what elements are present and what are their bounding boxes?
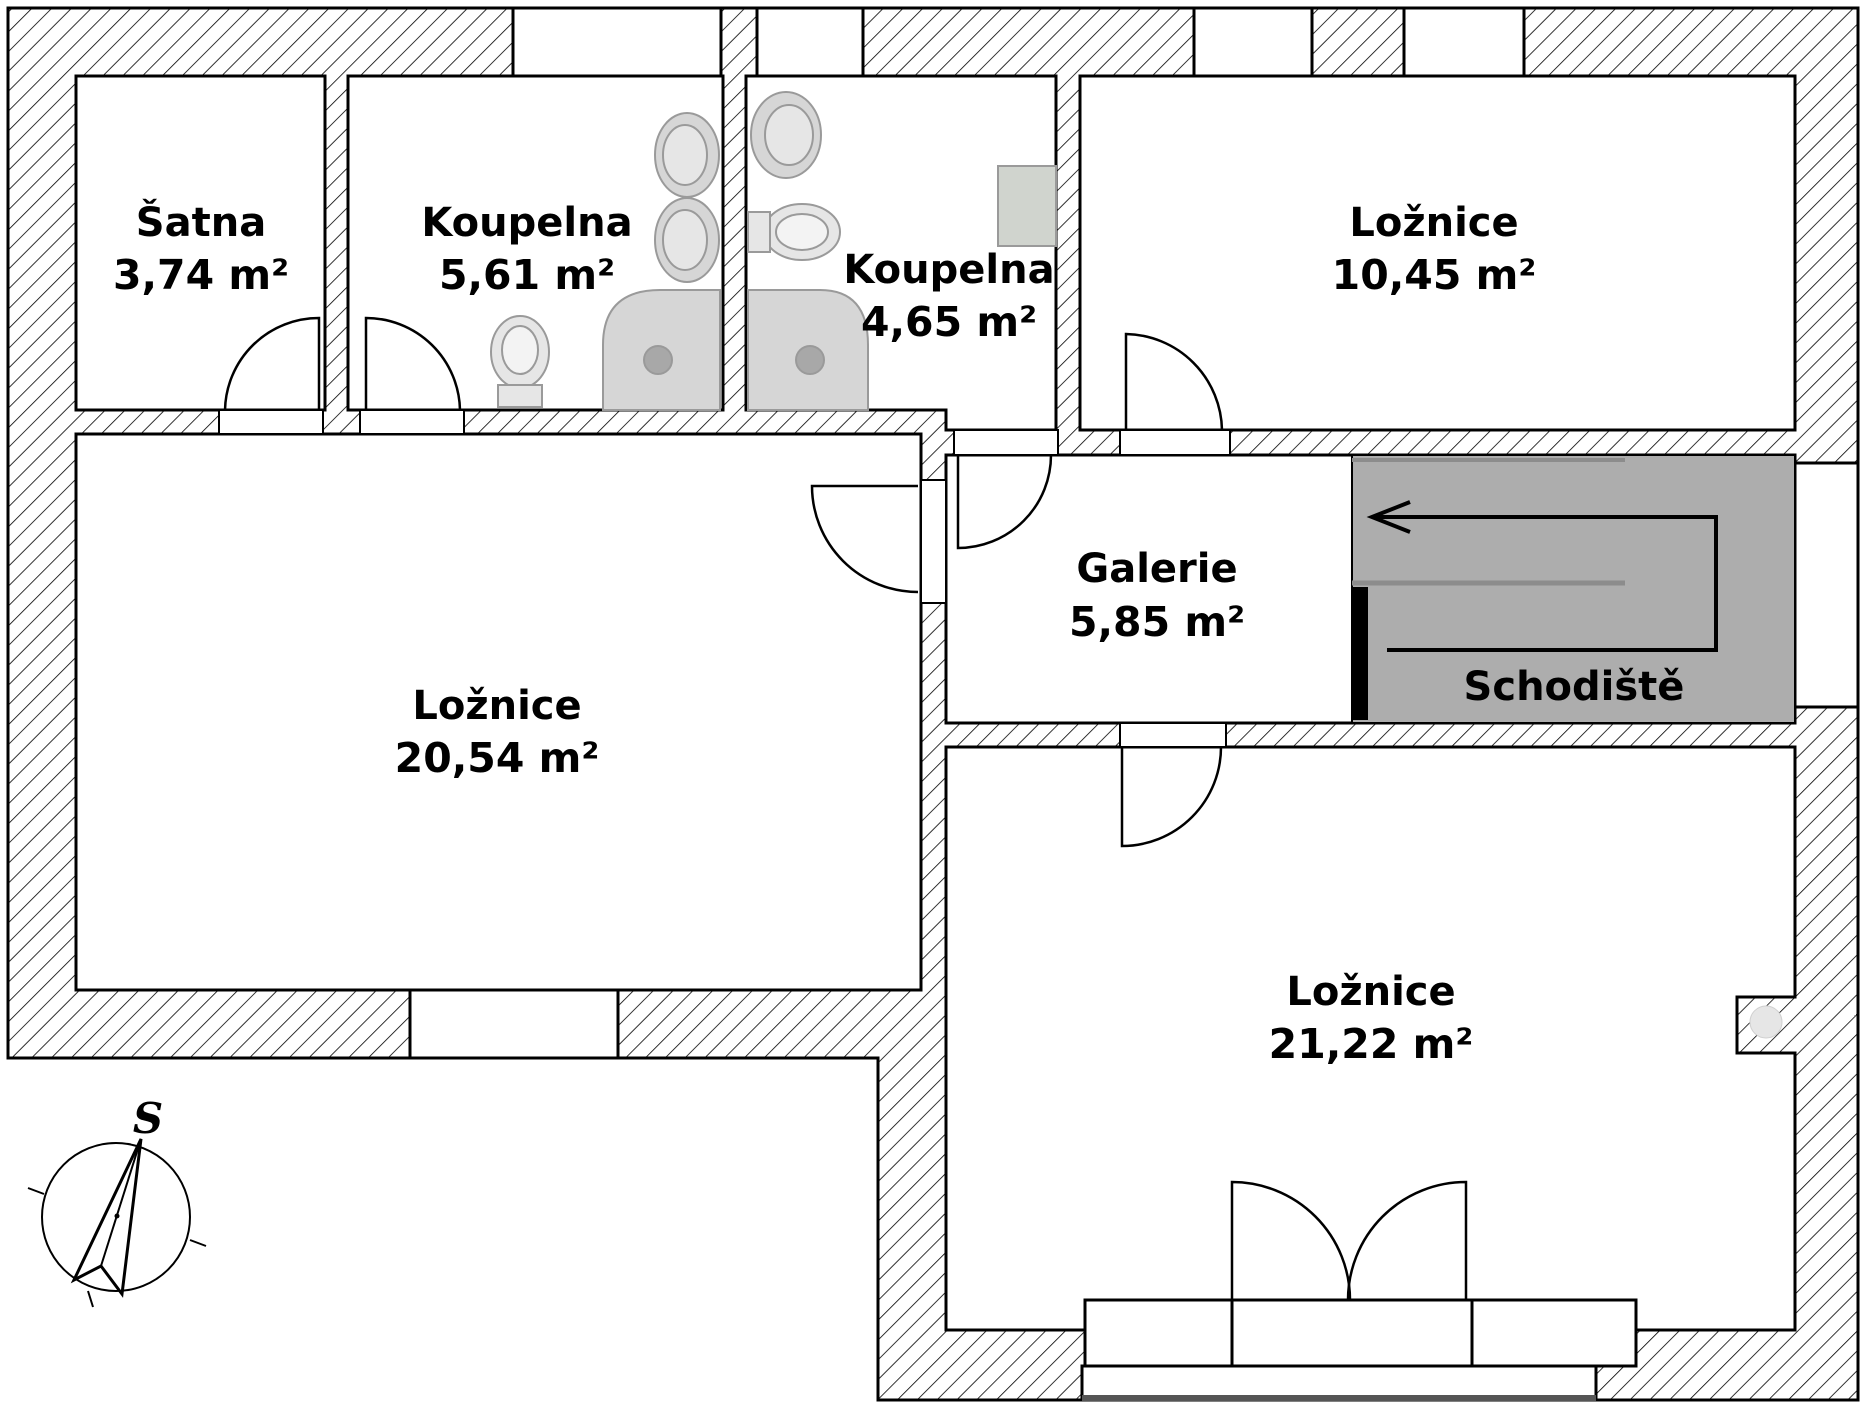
room-satna-name: Šatna <box>136 198 266 246</box>
room-koupelna-1-area: 5,61 m² <box>439 251 615 299</box>
balcony <box>1080 1298 1638 1402</box>
windows <box>408 6 1860 1060</box>
door-loznice-1 <box>1124 332 1224 431</box>
compass: S <box>27 1094 207 1308</box>
door-balcony-left <box>1230 1180 1352 1301</box>
staircase-label: Schodiště <box>1464 664 1685 710</box>
fixtures-koupelna-2 <box>747 91 1057 411</box>
room-loznice-3-area: 21,22 m² <box>1269 1020 1474 1068</box>
room-koupelna-2-name: Koupelna <box>843 247 1054 293</box>
door-loznice-3 <box>1120 746 1223 848</box>
toilet-icon <box>747 203 841 261</box>
room-loznice-3-name: Ložnice <box>1286 969 1455 1015</box>
door-openings <box>218 409 1231 748</box>
room-koupelna-2-area: 4,65 m² <box>861 298 1037 346</box>
door-loznice-2 <box>810 484 919 594</box>
room-galerie-name: Galerie <box>1076 546 1237 592</box>
room-loznice-2-floor <box>74 432 923 992</box>
room-labels: Šatna 3,74 m² Koupelna 5,61 m² Koupelna … <box>113 198 1536 1068</box>
door-swings <box>223 316 1468 1301</box>
stair-direction-arrow <box>1372 515 1718 652</box>
room-satna-area: 3,74 m² <box>113 251 289 299</box>
room-loznice-1-area: 10,45 m² <box>1332 251 1537 299</box>
room-koupelna-1-name: Koupelna <box>421 200 632 246</box>
radiator-icon <box>997 165 1057 247</box>
fixtures-koupelna-1 <box>490 112 721 411</box>
sink-icon <box>654 197 720 283</box>
stair-arrow-head-icon <box>1366 500 1411 534</box>
sink-icon <box>750 91 822 179</box>
room-satna-floor <box>74 74 327 412</box>
door-koupelna-1 <box>364 316 462 411</box>
north-arrow-icon <box>70 1138 143 1298</box>
room-loznice-2-name: Ložnice <box>412 683 581 729</box>
room-loznice-2-area: 20,54 m² <box>395 734 600 782</box>
door-galerie <box>956 454 1053 550</box>
sink-icon <box>654 112 720 198</box>
column-icon <box>1749 1005 1783 1039</box>
door-satna <box>223 316 321 411</box>
toilet-icon <box>490 315 550 408</box>
room-galerie-area: 5,85 m² <box>1069 598 1245 646</box>
staircase: Schodiště <box>1351 454 1796 724</box>
compass-label: S <box>133 1094 163 1143</box>
room-loznice-1-name: Ložnice <box>1349 200 1518 246</box>
door-balcony-right <box>1346 1180 1468 1301</box>
